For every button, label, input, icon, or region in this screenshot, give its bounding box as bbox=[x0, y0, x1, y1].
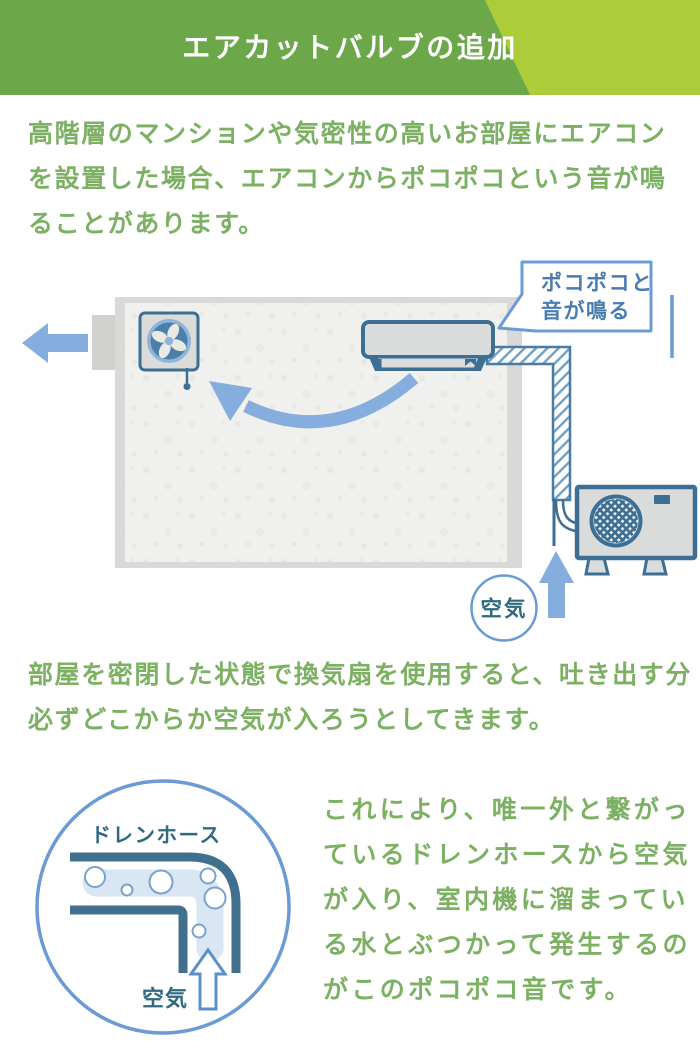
header-banner-accent bbox=[0, 0, 530, 95]
header-banner: エアカットバルブの追加 bbox=[0, 0, 700, 95]
drain-hose-label: ドレンホース bbox=[91, 824, 222, 847]
outro-paragraph: これにより、唯一外と繋がっ ているドレンホースから空気 が入り、室内機に溜まって… bbox=[323, 788, 691, 1013]
room-diagram: 空気 ポコポコと 音が鳴る bbox=[22, 260, 698, 642]
text-line: る水とぶつかって発生するの bbox=[323, 931, 691, 959]
page-title: エアカットバルブの追加 bbox=[182, 32, 518, 63]
text-line: 高階層のマンションや気密性の高いお部屋にエアコン bbox=[28, 120, 667, 148]
text-line: ることがあります。 bbox=[28, 210, 265, 238]
bubble-text-line1: ポコポコと bbox=[541, 271, 654, 295]
air-label: 空気 bbox=[480, 596, 527, 621]
middle-paragraph: 部屋を密閉した状態で換気扇を使用すると、吐き出す分 必ずどこからか空気が入ろうと… bbox=[28, 653, 692, 743]
hose-walls bbox=[70, 852, 241, 973]
text-line: を設置した場合、エアコンからポコポコという音が鳴 bbox=[28, 165, 667, 193]
air-badge-circle: 空気 bbox=[470, 574, 538, 642]
drain-hose-elbow-icon: ドレンホース 空気 bbox=[35, 779, 291, 1035]
text-line: が入り、室内機に溜まってい bbox=[323, 886, 689, 914]
air-inflow-arrow-icon bbox=[539, 551, 574, 618]
speech-bubble: ポコポコと 音が鳴る bbox=[497, 260, 674, 358]
air-up-arrow-icon bbox=[188, 947, 228, 1011]
text-line: 必ずどこからか空気が入ろうとしてきます。 bbox=[28, 706, 556, 734]
air-bubbles bbox=[84, 866, 227, 939]
exhaust-arrow-icon bbox=[22, 323, 88, 363]
hose-air-label: 空気 bbox=[142, 986, 188, 1011]
bubble-text-line2: 音が鳴る bbox=[541, 299, 631, 323]
drain-hose-diagram: ドレンホース 空気 bbox=[35, 779, 291, 1035]
intro-paragraph: 高階層のマンションや気密性の高いお部屋にエアコン を設置した場合、エアコンからポ… bbox=[28, 112, 666, 247]
text-line: ているドレンホースから空気 bbox=[323, 841, 691, 869]
air-conditioner-icon bbox=[361, 320, 495, 371]
text-line: 部屋を密閉した状態で換気扇を使用すると、吐き出す分 bbox=[28, 661, 693, 689]
airflow-curve-arrow-icon bbox=[209, 373, 419, 429]
text-line: がこのポコポコ音です。 bbox=[323, 976, 633, 1004]
ventilation-fan-icon bbox=[138, 311, 200, 390]
exhaust-duct bbox=[92, 315, 115, 370]
outdoor-unit-icon bbox=[574, 484, 698, 576]
text-line: これにより、唯一外と繋がっ bbox=[323, 796, 691, 824]
fan-grille bbox=[594, 499, 638, 543]
